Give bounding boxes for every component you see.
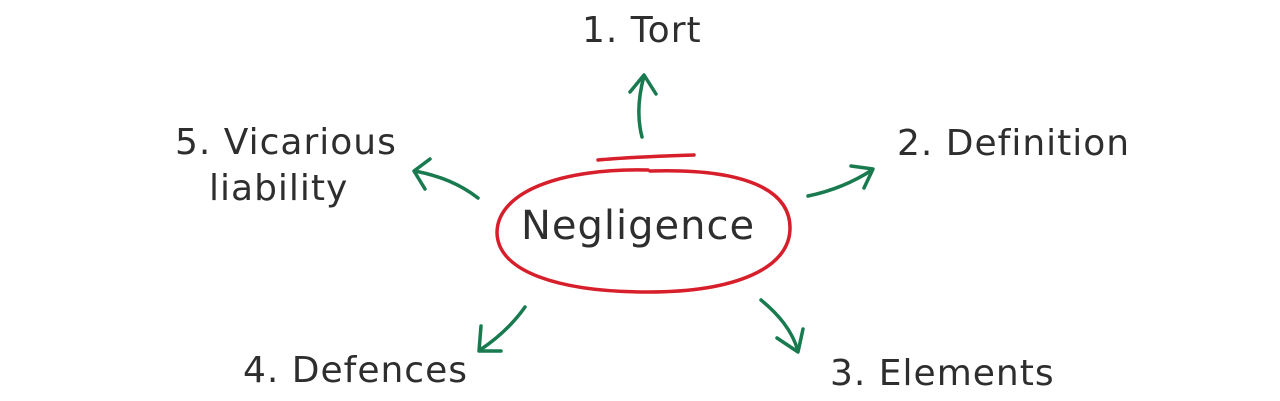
arrow-to-vicarious-liability (412, 157, 480, 200)
arrow-to-defences (477, 305, 527, 353)
branch-label-defences: 4. Defences (243, 350, 468, 391)
branch-label-vicarious-line-1: 5. Vicarious (175, 122, 397, 163)
center-ellipse-overlap-stroke (596, 153, 696, 162)
branch-label-vicarious-line-2: liability (209, 168, 349, 209)
connector-arrows (412, 73, 875, 354)
branch-label-definition: 2. Definition (897, 123, 1131, 164)
arrow-to-definition (806, 164, 875, 198)
branch-label-elements: 3. Elements (830, 353, 1055, 394)
center-node-label: Negligence (521, 203, 756, 249)
branch-label-vicarious-liability: 5. Vicarious liability (175, 120, 397, 212)
center-ellipse-stroke (495, 168, 792, 294)
branch-label-tort: 1. Tort (582, 10, 702, 51)
arrow-to-elements (759, 298, 805, 354)
arrow-to-tort (628, 73, 658, 139)
center-ellipse (495, 153, 792, 294)
